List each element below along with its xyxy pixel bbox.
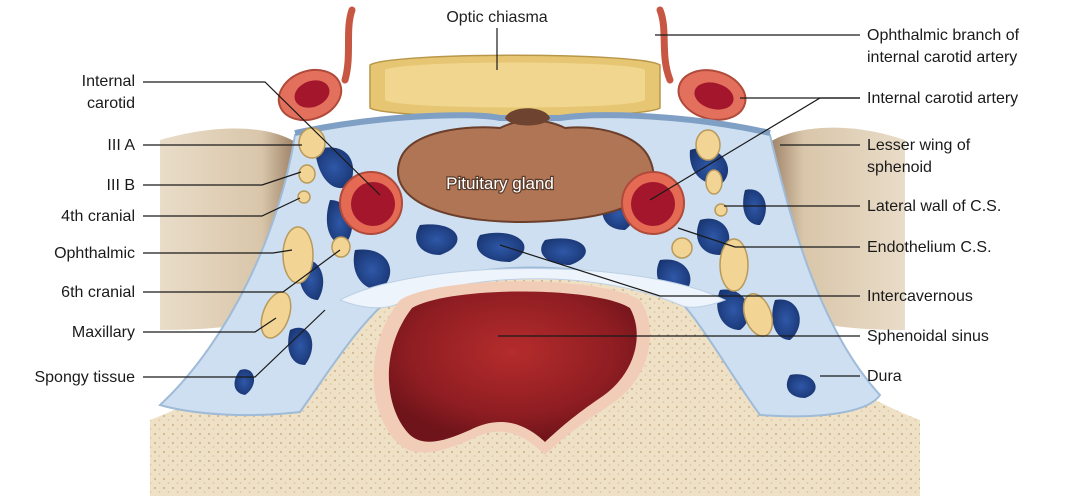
- label-internal-carotid-line1: Internal: [82, 73, 135, 90]
- label-intercavernous: Intercavernous: [867, 288, 973, 305]
- label-6th-cranial: 6th cranial: [61, 284, 135, 301]
- label-maxillary: Maxillary: [72, 324, 135, 341]
- label-internal-carotid-artery: Internal carotid artery: [867, 90, 1018, 107]
- internal-carotid-cs-left: [340, 172, 402, 234]
- label-iii-b: III B: [107, 177, 135, 194]
- label-sphenoidal-sinus: Sphenoidal sinus: [867, 328, 989, 345]
- label-lateral-wall: Lateral wall of C.S.: [867, 198, 1001, 215]
- ophthalmic-branch-right: [660, 10, 670, 80]
- nerve-iii-b: [299, 165, 315, 183]
- label-optic-chiasma: Optic chiasma: [446, 9, 547, 26]
- ophthalmic-branch-left: [345, 10, 352, 80]
- label-ophthalmic: Ophthalmic: [54, 245, 135, 262]
- label-pituitary-gland: Pituitary gland: [446, 174, 554, 193]
- label-4th-cranial: 4th cranial: [61, 208, 135, 225]
- label-iii-a: III A: [107, 137, 135, 154]
- label-internal-carotid-line2: carotid: [87, 95, 135, 112]
- internal-carotid-upper-left: [272, 62, 349, 129]
- label-dura: Dura: [867, 368, 902, 385]
- nerve-4th-cranial: [298, 191, 310, 203]
- label-spongy-tissue: Spongy tissue: [34, 369, 135, 386]
- label-ophthalmic-branch-line1: Ophthalmic branch of: [867, 27, 1020, 44]
- internal-carotid-cs-right: [622, 172, 684, 234]
- label-endothelium: Endothelium C.S.: [867, 239, 992, 256]
- label-lesser-wing-line2: sphenoid: [867, 159, 932, 176]
- nerve-iii-a: [299, 128, 325, 158]
- nerve-ophthalmic: [283, 227, 313, 283]
- label-lesser-wing-line1: Lesser wing of: [867, 137, 971, 154]
- label-ophthalmic-branch-line2: internal carotid artery: [867, 49, 1017, 66]
- pituitary-gland: [398, 121, 653, 223]
